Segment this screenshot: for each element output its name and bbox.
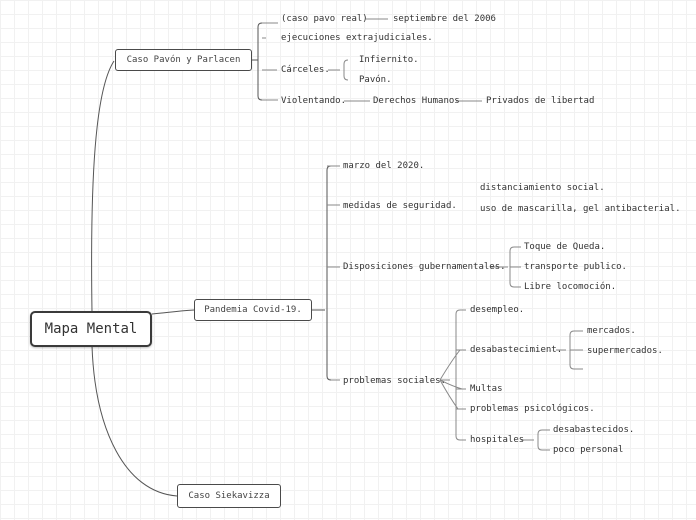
node-desabastecimient[interactable]: desabastecimient. <box>470 345 563 355</box>
node-multas[interactable]: Multas <box>470 384 503 394</box>
connector-carceles-spine <box>328 59 349 81</box>
node-supermercados[interactable]: supermercados. <box>587 346 663 356</box>
node-distanciamiento[interactable]: distanciamiento social. <box>480 183 605 193</box>
connector-desabastecimient-spine <box>556 330 583 370</box>
node-hospitales[interactable]: hospitales <box>470 435 525 445</box>
node-medidas-seguridad[interactable]: medidas de seguridad. <box>343 201 457 211</box>
node-toque-queda[interactable]: Toque de Queda. <box>524 242 606 252</box>
connector-covid-spine <box>310 165 332 381</box>
node-problemas-sociales[interactable]: problemas sociales. <box>343 376 446 386</box>
node-infiernito[interactable]: Infiernito. <box>359 55 419 65</box>
node-locomocion[interactable]: Libre locomoción. <box>524 282 617 292</box>
connector-root-siekavizza <box>91 345 178 497</box>
node-problemas-psicologicos[interactable]: problemas psicológicos. <box>470 404 595 414</box>
connector-pavon-children <box>262 22 278 101</box>
node-desabastecidos[interactable]: desabastecidos. <box>553 425 635 435</box>
node-poco-personal[interactable]: poco personal <box>553 445 624 455</box>
node-caso-pavo-real[interactable]: (caso pavo real) <box>281 14 368 24</box>
node-desempleo[interactable]: desempleo. <box>470 305 525 315</box>
node-carceles[interactable]: Cárceles. <box>281 65 330 75</box>
connector-covid-children <box>327 165 340 381</box>
node-disposiciones[interactable]: Disposiciones gubernamentales. <box>343 262 506 272</box>
node-privados-libertad[interactable]: Privados de libertad <box>486 96 595 106</box>
connector-root-covid <box>151 309 195 315</box>
branch-pandemia-covid[interactable]: Pandemia Covid-19. <box>194 299 312 321</box>
node-derechos-humanos[interactable]: Derechos Humanos <box>373 96 460 106</box>
connector-hospitales-spine <box>521 429 550 451</box>
node-ejecuciones[interactable]: ejecuciones extrajudiciales. <box>281 33 433 43</box>
connector-root-pavon <box>91 60 115 313</box>
node-violentando[interactable]: Violentando. <box>281 96 347 106</box>
branch-caso-pavon[interactable]: Caso Pavón y Parlacen <box>115 49 252 71</box>
node-marzo-2020[interactable]: marzo del 2020. <box>343 161 425 171</box>
root-node[interactable]: Mapa Mental <box>30 311 152 347</box>
node-transporte[interactable]: transporte publico. <box>524 262 627 272</box>
node-mercados[interactable]: mercados. <box>587 326 636 336</box>
branch-caso-siekavizza[interactable]: Caso Siekavizza <box>177 484 281 508</box>
node-mascarilla[interactable]: uso de mascarilla, gel antibacterial. <box>480 204 681 214</box>
connector-problemas-fan <box>439 349 463 410</box>
connector-disposiciones-spine <box>491 246 521 288</box>
node-septiembre-2006[interactable]: septiembre del 2006 <box>393 14 496 24</box>
node-pavon[interactable]: Pavón. <box>359 75 392 85</box>
